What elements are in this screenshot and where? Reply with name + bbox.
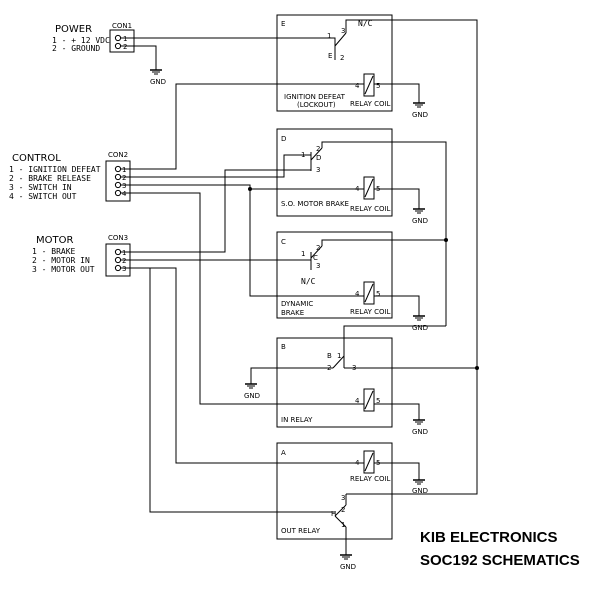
relay-a-letter: A bbox=[281, 449, 286, 457]
con2-label: CON2 bbox=[108, 151, 128, 159]
control-item-3: 3 - SWITCH IN bbox=[9, 183, 72, 192]
relay-d-letter: D bbox=[281, 135, 286, 143]
relay-d-coil-label: RELAY COIL bbox=[350, 205, 391, 213]
power-title: POWER bbox=[55, 24, 92, 35]
relay-b-pin-5: 5 bbox=[376, 397, 380, 405]
con1-pin-1: 1 bbox=[123, 35, 127, 43]
relay-a-pin-1: 1 bbox=[341, 521, 345, 529]
footer: KIB ELECTRONICS SOC192 SCHEMATICS bbox=[420, 529, 580, 569]
power-item-2: 2 - GROUND bbox=[52, 44, 100, 53]
con1-connector: CON1 1 2 bbox=[109, 22, 135, 53]
relay-c-nc: N/C bbox=[301, 277, 316, 286]
con2-pin-4: 4 bbox=[122, 190, 127, 198]
gnd-label-con1: GND bbox=[150, 78, 166, 86]
relay-b-pole: B bbox=[327, 352, 332, 360]
relay-e: E N/C 1 2 3 E 4 5 IGNITION DEFEAT (LOCKO… bbox=[276, 14, 393, 112]
con2-pin-1: 1 bbox=[122, 166, 126, 174]
motor-item-3: 3 - MOTOR OUT bbox=[32, 265, 95, 274]
relay-a-name-1: OUT RELAY bbox=[281, 527, 321, 535]
relay-b: B 1 2 3 B 4 5 IN RELAY bbox=[276, 337, 393, 428]
gnd-label-b-switch: GND bbox=[244, 392, 260, 400]
relay-b-name-1: IN RELAY bbox=[281, 416, 313, 424]
gnd-label-a-switch: GND bbox=[340, 563, 356, 571]
relay-b-pin-4: 4 bbox=[355, 397, 360, 405]
relay-a-pole: H bbox=[331, 510, 336, 518]
relay-e-name-1: IGNITION DEFEAT bbox=[284, 93, 346, 101]
relay-e-pin-3: 3 bbox=[341, 27, 345, 35]
relay-e-nc: N/C bbox=[358, 19, 373, 28]
ground-symbols: GND GND GND GND GND GND GND GND bbox=[149, 69, 428, 571]
motor-title: MOTOR bbox=[36, 235, 73, 246]
footer-line-2: SOC192 SCHEMATICS bbox=[420, 552, 580, 569]
con2-pin-2: 2 bbox=[122, 174, 126, 182]
relay-e-pin-1: 1 bbox=[327, 32, 331, 40]
motor-block: MOTOR 1 - BRAKE 2 - MOTOR IN 3 - MOTOR O… bbox=[32, 235, 95, 274]
relay-c-name-1: DYNAMIC bbox=[281, 300, 313, 308]
con2-connector: CON2 1 2 3 4 bbox=[105, 151, 131, 202]
con1-pin-2: 2 bbox=[123, 43, 127, 51]
relay-e-pin-5: 5 bbox=[376, 82, 380, 90]
control-title: CONTROL bbox=[12, 153, 61, 164]
relay-c-letter: C bbox=[281, 238, 286, 246]
relay-c-pin-1: 1 bbox=[301, 250, 305, 258]
relay-a-pin-3: 3 bbox=[341, 494, 345, 502]
control-block: CONTROL 1 - IGNITION DEFEAT 2 - BRAKE RE… bbox=[9, 153, 101, 201]
relay-a-coil-label: RELAY COIL bbox=[350, 475, 391, 483]
gnd-label-e: GND bbox=[412, 111, 428, 119]
con3-pin-1: 1 bbox=[122, 249, 126, 257]
relay-c-pin-2: 2 bbox=[316, 244, 320, 252]
gnd-label-d: GND bbox=[412, 217, 428, 225]
relay-d-pin-3: 3 bbox=[316, 166, 320, 174]
gnd-label-b: GND bbox=[412, 428, 428, 436]
relay-c-pin-5: 5 bbox=[376, 290, 380, 298]
con3-label: CON3 bbox=[108, 234, 128, 242]
relay-c-pin-4: 4 bbox=[355, 290, 360, 298]
relay-b-letter: B bbox=[281, 343, 286, 351]
relay-c-pole: C bbox=[313, 254, 318, 262]
con3-connector: CON3 1 2 3 bbox=[105, 234, 131, 277]
relay-d-pole: D bbox=[316, 154, 321, 162]
relay-a-pin-2: 2 bbox=[341, 506, 345, 514]
gnd-label-c: GND bbox=[412, 324, 428, 332]
con2-pin-3: 3 bbox=[122, 182, 126, 190]
relay-d-pin-2: 2 bbox=[316, 145, 320, 153]
relay-e-letter: E bbox=[281, 20, 285, 28]
wiring bbox=[121, 19, 479, 513]
relay-e-name-2: (LOCKOUT) bbox=[297, 101, 336, 109]
gnd-label-a: GND bbox=[412, 487, 428, 495]
relay-e-pin-4: 4 bbox=[355, 82, 360, 90]
relay-b-pin-1: 1 bbox=[337, 352, 341, 360]
power-block: POWER 1 - + 12 VDC 2 - GROUND bbox=[52, 24, 110, 53]
relay-c: C 1 2 3 C N/C 4 5 DYNAMIC BRAKE RELAY CO… bbox=[276, 231, 393, 319]
relay-e-pole: E bbox=[328, 52, 332, 60]
power-item-1: 1 - + 12 VDC bbox=[52, 36, 110, 45]
relay-d-name-1: S.O. MOTOR BRAKE bbox=[281, 200, 349, 208]
control-item-2: 2 - BRAKE RELEASE bbox=[9, 174, 91, 183]
motor-item-2: 2 - MOTOR IN bbox=[32, 256, 90, 265]
relay-c-coil-label: RELAY COIL bbox=[350, 308, 391, 316]
relay-c-name-2: BRAKE bbox=[281, 309, 304, 317]
relay-c-pin-3: 3 bbox=[316, 262, 320, 270]
motor-item-1: 1 - BRAKE bbox=[32, 247, 76, 256]
relay-e-coil-label: RELAY COIL bbox=[350, 100, 391, 108]
relay-a: A 4 5 RELAY COIL 3 2 1 H OUT RELAY bbox=[276, 442, 393, 555]
relay-e-pin-2: 2 bbox=[340, 54, 344, 62]
control-item-1: 1 - IGNITION DEFEAT bbox=[9, 165, 101, 174]
footer-line-1: KIB ELECTRONICS bbox=[420, 529, 558, 546]
control-item-4: 4 - SWITCH OUT bbox=[9, 192, 77, 201]
con3-pin-2: 2 bbox=[122, 257, 126, 265]
con3-pin-3: 3 bbox=[122, 265, 126, 273]
con1-label: CON1 bbox=[112, 22, 132, 30]
